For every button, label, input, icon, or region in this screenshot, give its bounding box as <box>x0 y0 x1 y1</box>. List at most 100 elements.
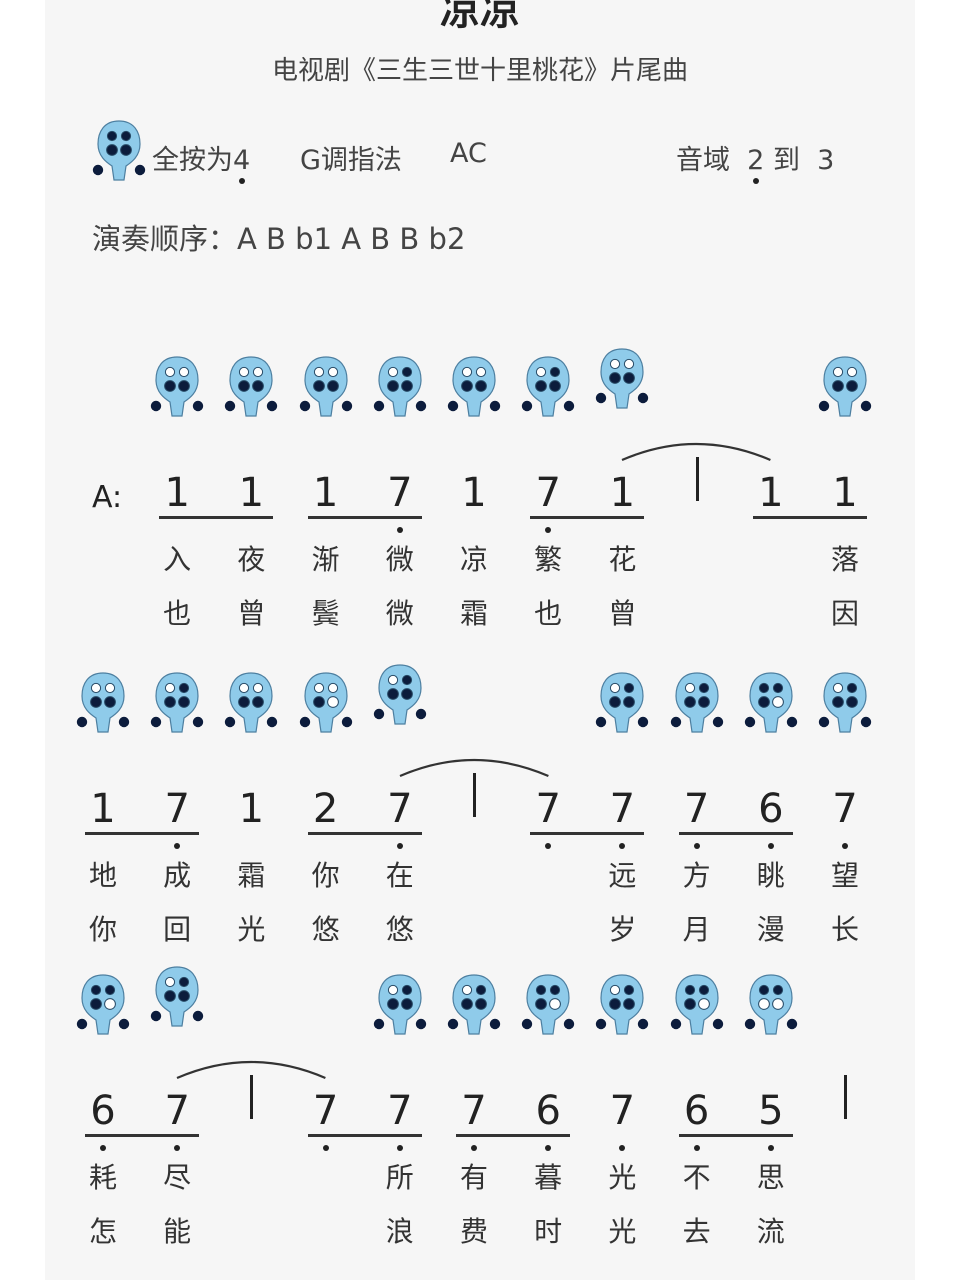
low-octave-dot <box>693 843 700 849</box>
all-closed-note: 4 <box>233 145 251 184</box>
all-closed-info: 全按为4 <box>152 138 251 184</box>
lyric-verse-2: 岁 <box>608 913 637 946</box>
note: 1 <box>312 470 339 516</box>
ocarina-fingering-icon <box>521 354 575 424</box>
note: 1 <box>90 786 116 832</box>
ocarina-fingering-icon <box>447 354 501 424</box>
ocarina-fingering-icon <box>373 354 427 424</box>
lyric-verse-1: 你 <box>311 859 340 892</box>
note: 7 <box>312 1088 339 1134</box>
note: 5 <box>758 1088 784 1134</box>
low-octave-dot <box>619 843 626 849</box>
eighth-note-beam <box>678 1134 793 1137</box>
low-octave-dot <box>767 843 774 849</box>
lyric-verse-1: 在 <box>385 859 414 892</box>
bar-line <box>473 773 476 817</box>
low-octave-dot <box>396 527 403 533</box>
low-octave-dot <box>767 1145 774 1151</box>
range-low: 2 <box>747 145 765 184</box>
play-order: 演奏顺序：A B b1 A B B b2 <box>92 222 466 256</box>
note: 1 <box>238 470 265 516</box>
lyric-verse-2: 鬓 <box>311 597 340 630</box>
ocarina-fingering-icon <box>744 972 798 1042</box>
lyric-verse-1: 渐 <box>311 543 340 576</box>
low-octave-dot <box>322 1145 329 1151</box>
all-closed-prefix: 全按为 <box>152 145 233 176</box>
lyric-verse-1: 所 <box>385 1161 414 1194</box>
song-subtitle: 电视剧《三生三世十里桃花》片尾曲 <box>271 56 688 86</box>
eighth-note-beam <box>752 516 867 519</box>
eighth-note-beam <box>307 832 422 835</box>
low-octave-dot <box>545 527 552 533</box>
section-label: A: <box>92 480 123 515</box>
bar-line <box>844 1075 847 1119</box>
lyric-verse-2: 能 <box>163 1215 192 1248</box>
ocarina-fingering-icon <box>670 670 724 740</box>
note: 7 <box>535 470 561 516</box>
note: 1 <box>461 470 487 516</box>
ocarina-fingering-icon <box>150 354 204 424</box>
lyric-verse-2: 霜 <box>459 597 488 630</box>
lyric-verse-1: 成 <box>163 859 192 892</box>
lyric-verse-1: 尽 <box>163 1161 192 1194</box>
note: 6 <box>683 1088 710 1134</box>
lyric-verse-2: 怎 <box>88 1215 117 1248</box>
range-high: 3 <box>817 145 835 176</box>
ocarina-fingering-icon <box>373 972 427 1042</box>
lyric-verse-2: 浪 <box>385 1215 414 1248</box>
lyric-verse-1: 耗 <box>88 1161 117 1194</box>
low-octave-dot <box>174 843 181 849</box>
ocarina-fingering-icon <box>299 670 353 740</box>
note: 7 <box>387 786 413 832</box>
lyric-verse-1: 凉 <box>459 543 488 576</box>
note: 1 <box>832 470 858 516</box>
lyric-verse-1: 思 <box>756 1161 785 1194</box>
low-octave-dot <box>471 1145 477 1151</box>
ocarina-fingering-icon <box>595 346 649 416</box>
lyric-verse-1: 地 <box>88 859 117 892</box>
lyric-verse-1: 方 <box>682 859 711 892</box>
song-title: 凉凉 <box>440 0 520 34</box>
note: 7 <box>832 786 858 832</box>
lyric-verse-2: 也 <box>534 597 563 630</box>
lyric-verse-2: 悠 <box>311 913 340 946</box>
lyric-verse-2: 悠 <box>385 913 414 946</box>
lyric-verse-2: 时 <box>534 1215 563 1248</box>
note: 6 <box>758 786 784 832</box>
bar-line <box>250 1075 254 1119</box>
eighth-note-beam <box>85 1134 200 1137</box>
lyric-verse-1: 花 <box>608 543 637 576</box>
note: 1 <box>609 470 636 516</box>
note: 1 <box>758 470 784 516</box>
lyric-verse-2: 曾 <box>608 597 637 630</box>
eighth-note-beam <box>85 832 200 835</box>
lyric-verse-1: 繁 <box>534 543 563 576</box>
lyric-verse-1: 望 <box>830 859 859 892</box>
range-label: 音域 <box>676 145 730 176</box>
low-octave-dot <box>545 1145 552 1151</box>
low-octave-dot <box>842 843 848 849</box>
lyric-verse-2: 流 <box>756 1215 785 1248</box>
low-octave-dot <box>174 1145 181 1151</box>
ocarina-fingering-icon <box>670 972 724 1042</box>
ocarina-fingering-icon <box>76 670 130 740</box>
ocarina-fingering-icon <box>521 972 575 1042</box>
lyric-verse-1: 有 <box>459 1161 488 1194</box>
ocarina-fingering-icon <box>744 670 798 740</box>
ocarina-fingering-icon <box>373 662 427 732</box>
lyric-verse-2: 去 <box>682 1215 711 1248</box>
note: 7 <box>535 786 561 832</box>
lyric-verse-2: 因 <box>830 597 859 630</box>
lyric-verse-1: 霜 <box>237 859 266 892</box>
note: 6 <box>535 1088 561 1134</box>
score-sheet <box>45 0 915 1280</box>
range-info: 音域 2 到 3 <box>676 138 835 184</box>
eighth-note-beam <box>307 1134 422 1137</box>
slur-tie <box>399 758 549 778</box>
lyric-verse-2: 光 <box>608 1215 637 1248</box>
slur-tie <box>621 442 772 462</box>
lyric-verse-2: 你 <box>88 913 117 946</box>
low-octave-dot <box>619 1145 626 1151</box>
note: 7 <box>164 1088 190 1134</box>
lyric-verse-2: 曾 <box>237 597 266 630</box>
